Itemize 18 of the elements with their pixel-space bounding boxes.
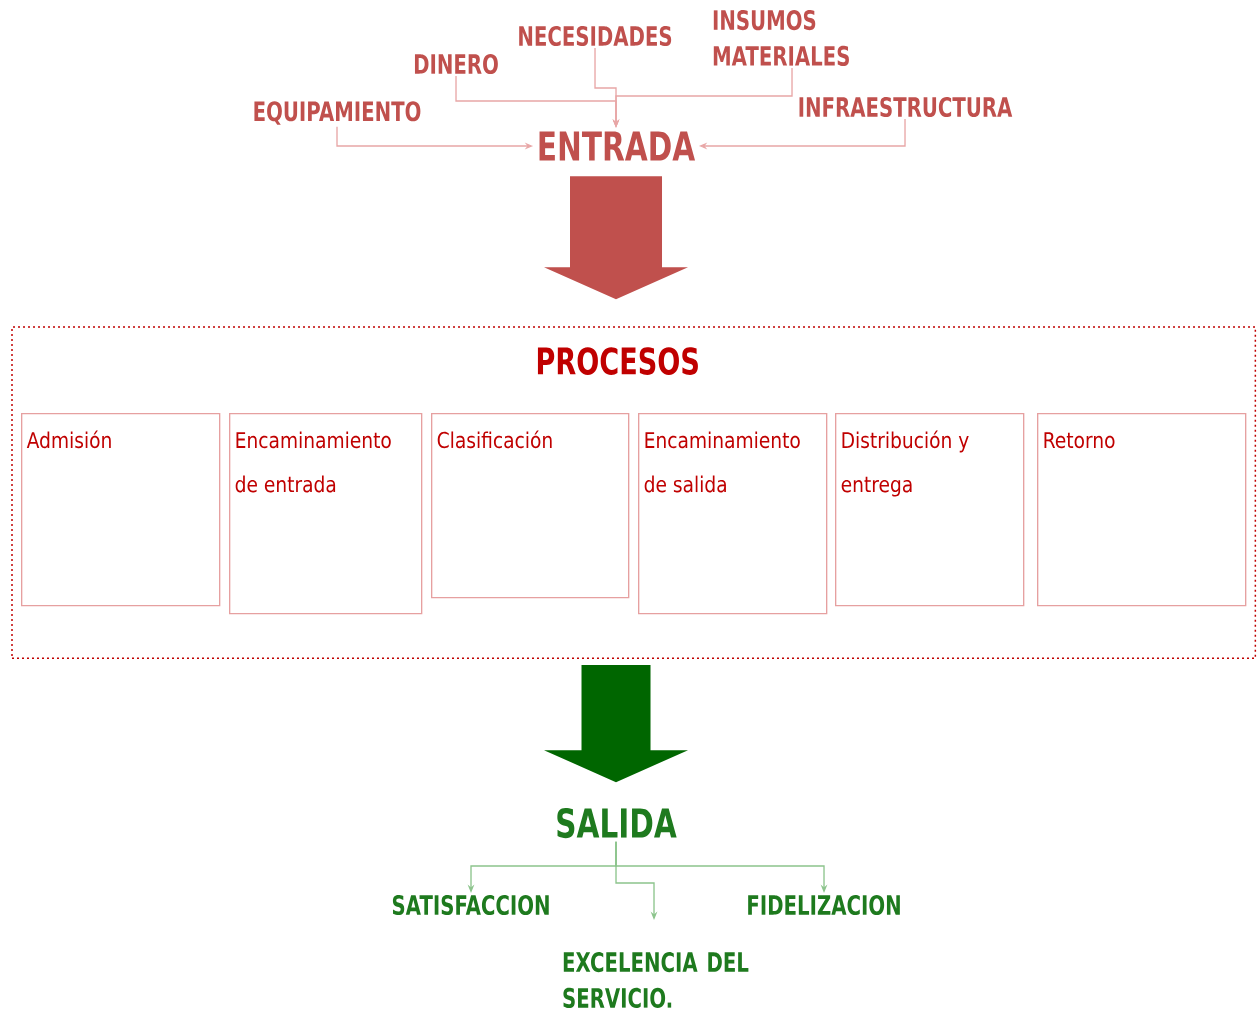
input-label: DINERO: [414, 53, 498, 75]
input-label: INSUMOS MATERIALES: [713, 10, 849, 66]
input-label: EXCELENCIA DEL SERVICIO.: [563, 952, 749, 1008]
stage-heading: SALIDA: [557, 807, 677, 839]
block-arrow: [544, 665, 688, 783]
input-label: NECESIDADES: [519, 25, 672, 47]
process-box: Clasificación: [431, 413, 630, 599]
input-label: EQUIPAMIENTO: [254, 101, 421, 125]
process-box: Encaminamiento de entrada: [229, 413, 423, 615]
input-label: INFRAESTRUCTURA: [799, 96, 1013, 118]
stage-heading: ENTRADA: [539, 131, 696, 161]
process-box: Admisión: [21, 413, 221, 607]
process-box: Retorno: [1037, 413, 1247, 607]
input-label: SATISFACCION: [392, 894, 549, 916]
input-label: FIDELIZACION: [748, 894, 900, 916]
process-box: Distribución y entrega: [835, 413, 1025, 607]
block-arrow: [544, 176, 688, 300]
process-box: Encaminamiento de salida: [638, 413, 828, 615]
